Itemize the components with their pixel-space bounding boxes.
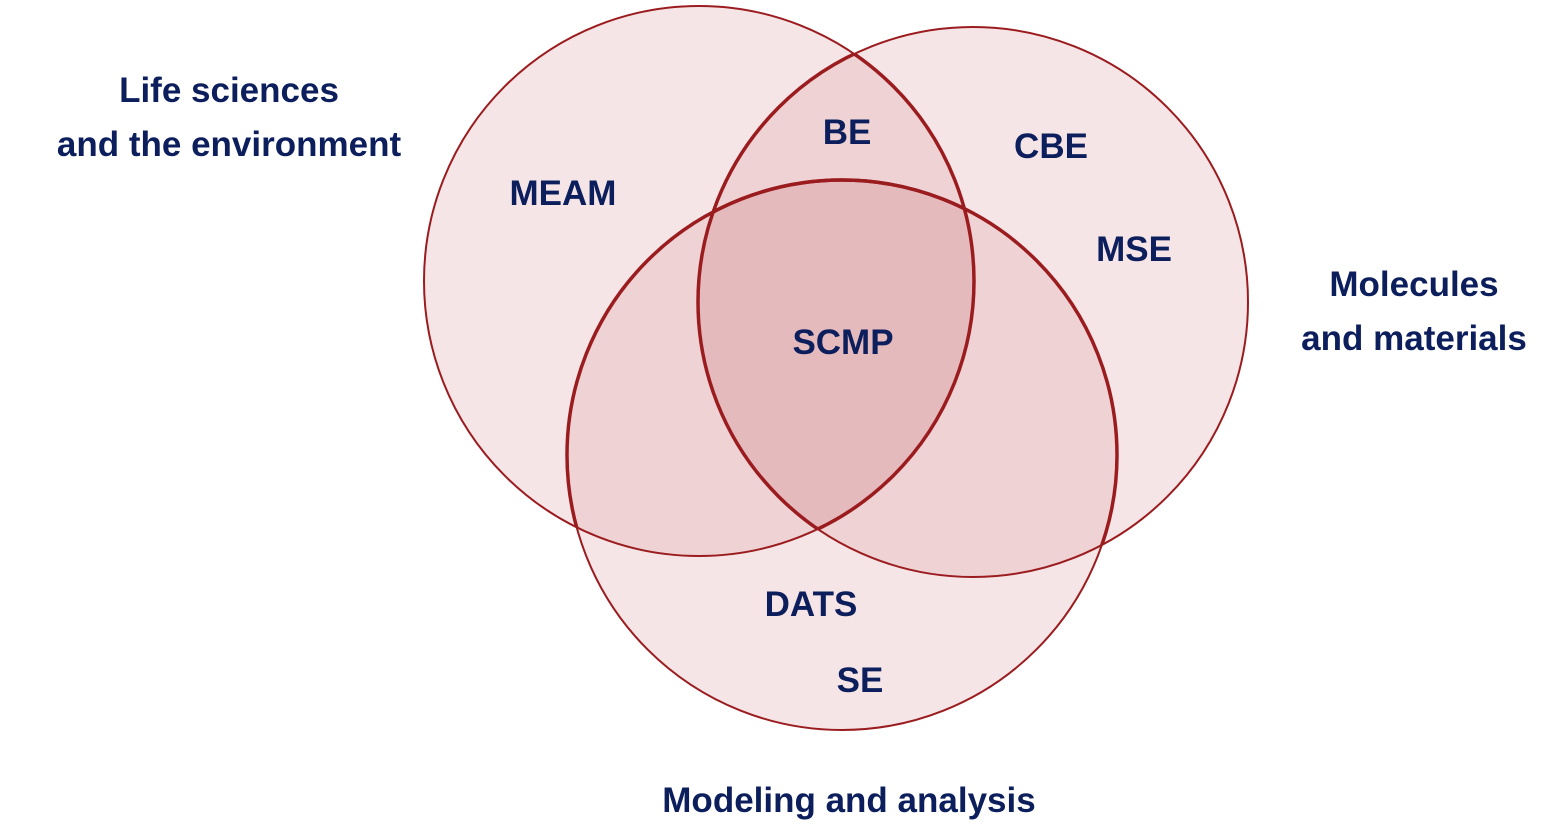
region-label-dats: DATS (765, 585, 858, 624)
set-label-molecules-line2: and materials (1301, 319, 1527, 358)
set-label-life-line1: Life sciences (119, 71, 339, 110)
region-label-scmp: SCMP (792, 323, 893, 362)
region-label-se: SE (837, 661, 884, 700)
set-label-modeling: Modeling and analysis (662, 781, 1035, 820)
region-label-meam: MEAM (510, 174, 617, 213)
region-label-be: BE (823, 113, 872, 152)
set-label-life-line2: and the environment (57, 125, 402, 164)
region-label-mse: MSE (1096, 230, 1172, 269)
set-label-molecules-line1: Molecules (1329, 265, 1498, 304)
region-label-cbe: CBE (1014, 127, 1088, 166)
inner-outline-modeling-in-molecules (698, 178, 1119, 577)
overlap-all-three (698, 180, 974, 556)
